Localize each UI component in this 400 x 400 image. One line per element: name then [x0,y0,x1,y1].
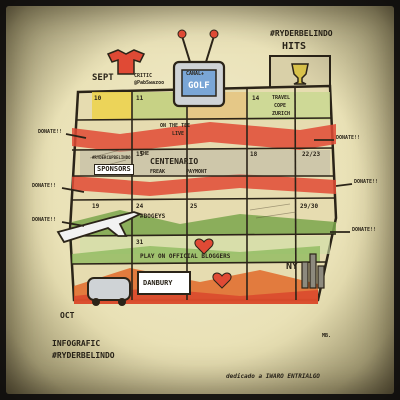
ground-red [74,288,318,304]
centenario-line1: THE [140,151,150,157]
donate-right-3: DONATE!! [352,227,377,233]
travel-line2: COPE [274,103,287,109]
day-19: 19 [92,203,100,210]
tshirt-icon [106,49,146,75]
critic-label-line2: @PabSwazoo [134,80,165,86]
ny-skyline [301,253,325,289]
sponsors-tag: #RYDERCUPBELINDO [92,155,131,160]
red-band-1 [72,122,336,152]
danbury-label: DANBURY [143,279,173,287]
day-11: 11 [136,95,144,102]
tv-antenna-ball-right [209,29,219,39]
infografic-label: INFOGRAFIC [52,339,101,348]
donate-right-1: DONATE!! [336,135,361,141]
sponsors-box: SPONSORS [94,164,134,175]
centenario-line2: CENTENARIO [150,157,199,166]
bogeys-tag: #BOGEYS [140,213,166,220]
centenario-line4: PAYMONT [186,169,208,175]
footer-tag: #RYDERBELINDO [52,351,115,360]
critic-label-line1: CRITIC [134,73,153,79]
cell-lime [247,92,330,120]
heart-icon [212,272,232,289]
play-line: PLAY ON OFFICIAL BLOGGERS [140,253,231,260]
tee-line1: ON THE TEE [160,123,191,129]
hills-row-1 [72,210,336,236]
tv-antenna-right [205,35,215,63]
donate-right-2: DONATE!! [354,179,379,185]
month-label: SEPT [92,73,114,83]
day-18: 18 [250,151,258,158]
day-29-30: 29/30 [300,203,319,210]
tv-antenna-left [181,35,191,63]
donate-left-2: DONATE!! [32,183,57,189]
ny-label: NY [286,261,299,272]
golf-sign-top: CANAL+ [186,71,205,77]
initials: MB. [322,333,332,339]
golf-tv-screen [181,69,217,97]
cell-yellow [92,92,132,120]
day-31: 31 [136,239,144,246]
header-tag: #RYDERBELINDO [270,29,333,38]
heart-icon-2 [194,238,214,255]
header-hits: HITS [282,41,307,52]
car-wheel-left [92,298,100,306]
tv-antenna-ball-left [177,29,187,39]
airplane-icon [56,211,143,244]
trophy-icon [291,63,309,85]
centenario-line3: FREAK [150,169,166,175]
dedication: dedicado a IWARO ENTRIALGO [226,373,320,380]
grid-lines [69,87,337,301]
travel-line3: ZURICH [272,111,291,117]
red-band-2 [72,174,336,196]
day-24: 24 [136,203,144,210]
oct-label: OCT [60,311,75,320]
tee-line2: LIVE [172,131,185,137]
day-10: 10 [94,95,102,102]
day-14: 14 [252,95,260,102]
car-icon [87,277,131,301]
danbury-sign [137,271,191,295]
donate-arrows [61,133,353,233]
car-wheel-right [118,298,126,306]
travel-line1: TRAVEL [272,95,291,101]
hills-row-2 [72,246,320,264]
donate-left-3: DONATE!! [32,217,57,223]
donate-left-1: DONATE!! [38,129,63,135]
day-22-23: 22/23 [302,151,321,158]
golf-sign-main: GOLF [188,81,210,91]
day-15: 15 [136,151,144,158]
day-25: 25 [190,203,198,210]
